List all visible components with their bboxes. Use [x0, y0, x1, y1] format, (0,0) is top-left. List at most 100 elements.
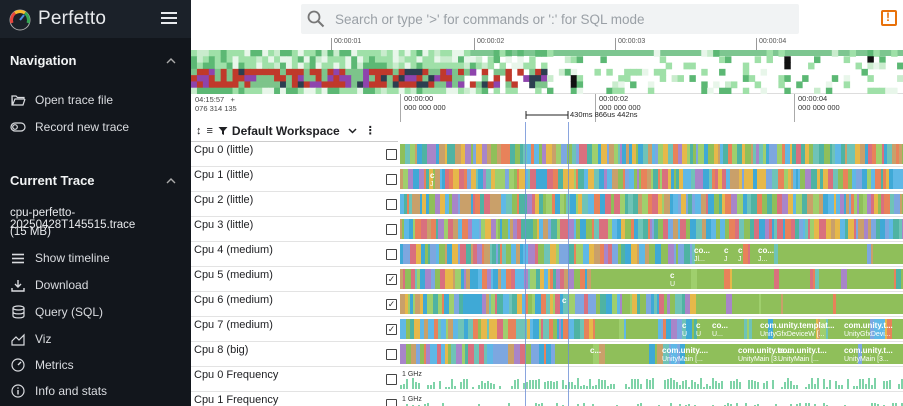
current-trace-heading[interactable]: Current Trace: [10, 173, 95, 188]
slice-label: co...J...: [758, 246, 775, 263]
track-checkbox[interactable]: [386, 349, 397, 360]
track-row[interactable]: Cpu 8 (big)c...com.unity....UnityMain [.…: [191, 342, 903, 367]
slice-label: co...U...: [712, 321, 729, 338]
track-checkbox[interactable]: [386, 224, 397, 235]
track-slices[interactable]: [400, 194, 903, 214]
slice-canvas[interactable]: [400, 294, 903, 314]
slice-label: com.unity.t...UnityMain [...: [778, 346, 827, 363]
slice-label: com.unity.t...UnityMain [3...: [844, 346, 893, 363]
track-label: Cpu 1 Frequency: [194, 394, 279, 406]
overview-tick: 00:00:02: [474, 38, 504, 50]
track-checkbox[interactable]: ✓: [386, 324, 397, 335]
track-checkbox[interactable]: [386, 174, 397, 185]
slice-canvas[interactable]: [400, 219, 903, 239]
slice-canvas[interactable]: [400, 269, 903, 289]
slice-canvas[interactable]: [400, 394, 903, 406]
track-row[interactable]: Cpu 3 (little): [191, 217, 903, 242]
collapse-all-icon[interactable]: ≡: [206, 124, 213, 137]
overview-timeline[interactable]: 00:00:01 00:00:02 00:00:03 00:00:04: [191, 38, 903, 94]
track-label: Cpu 6 (medium): [194, 294, 273, 306]
chevron-down-icon[interactable]: [348, 126, 357, 135]
freq-scale-label: 1 GHz: [402, 396, 422, 403]
chevron-up-icon[interactable]: [166, 176, 176, 186]
track-slices[interactable]: 1 GHz: [400, 369, 903, 389]
info-and-stats-item[interactable]: Info and stats: [10, 381, 107, 401]
slice-canvas[interactable]: [400, 244, 903, 264]
overview-heatmap[interactable]: [191, 50, 903, 94]
track-slices[interactable]: [400, 219, 903, 239]
filter-icon[interactable]: [218, 126, 228, 136]
track-label: Cpu 0 Frequency: [194, 369, 279, 381]
workspace-header[interactable]: ↕ ≡ Default Workspace ⋮: [191, 120, 398, 142]
menu-icon[interactable]: [161, 12, 177, 26]
info-and-stats-label: Info and stats: [35, 384, 108, 398]
info-icon: [10, 383, 26, 399]
track-checkbox[interactable]: ✓: [386, 274, 397, 285]
record-new-trace-item[interactable]: Record new trace: [10, 117, 129, 137]
track-row[interactable]: Cpu 0 Frequency 1 GHz: [191, 367, 903, 392]
show-timeline-item[interactable]: Show timeline: [10, 248, 110, 268]
track-row[interactable]: Cpu 6 (medium) ✓c: [191, 292, 903, 317]
download-label: Download: [35, 278, 89, 292]
more-vert-icon[interactable]: ⋮: [364, 125, 376, 137]
slice-canvas[interactable]: [400, 344, 903, 364]
track-checkbox[interactable]: [386, 199, 397, 210]
slice-canvas[interactable]: [400, 319, 903, 339]
search-icon: [307, 10, 325, 28]
track-checkbox[interactable]: [386, 399, 397, 406]
chevron-up-icon[interactable]: [166, 56, 176, 66]
sidebar-header: Perfetto: [0, 0, 191, 38]
track-row[interactable]: Cpu 2 (little): [191, 192, 903, 217]
track-slices[interactable]: [400, 144, 903, 164]
overview-tick: 00:00:03: [615, 38, 645, 50]
metrics-item[interactable]: Metrics: [10, 355, 74, 375]
cursor-marker-line: [525, 122, 526, 406]
download-item[interactable]: Download: [10, 275, 88, 295]
slice-canvas[interactable]: [400, 169, 903, 189]
slice-canvas[interactable]: [400, 144, 903, 164]
omnibox-search[interactable]: Search or type '>' for commands or ':' f…: [301, 4, 799, 34]
track-row[interactable]: Cpu 0 (little): [191, 142, 903, 167]
track-checkbox[interactable]: [386, 149, 397, 160]
track-checkbox[interactable]: ✓: [386, 299, 397, 310]
track-checkbox[interactable]: [386, 374, 397, 385]
slice-canvas[interactable]: [400, 194, 903, 214]
track-slices[interactable]: c...com.unity....UnityMain [...com.unity…: [400, 344, 903, 364]
sidebar: Perfetto Navigation Open trace file Reco…: [0, 0, 191, 406]
expand-collapse-icon[interactable]: ↕: [196, 124, 202, 137]
slice-canvas[interactable]: [400, 369, 903, 389]
viz-item[interactable]: Viz: [10, 329, 51, 349]
record-new-trace-label: Record new trace: [35, 120, 130, 134]
slice-label: com.unity.t...UnityGfxDevi...: [844, 321, 893, 338]
open-trace-file-label: Open trace file: [35, 93, 114, 107]
track-slices[interactable]: 1 GHz: [400, 394, 903, 406]
viz-label: Viz: [35, 332, 52, 346]
open-trace-file-item[interactable]: Open trace file: [10, 90, 113, 110]
navigation-heading[interactable]: Navigation: [10, 53, 77, 68]
track-label: Cpu 0 (little): [194, 144, 254, 156]
track-label: Cpu 1 (little): [194, 169, 254, 181]
cursor-marker-line: [568, 122, 569, 406]
track-slices[interactable]: c: [400, 294, 903, 314]
workspace-title[interactable]: Default Workspace: [231, 123, 340, 138]
error-alert-icon[interactable]: [881, 10, 897, 26]
track-row[interactable]: Cpu 1 Frequency 1 GHz: [191, 392, 903, 406]
track-checkbox[interactable]: [386, 249, 397, 260]
selection-duration-label: 430ms 866us 442ns: [570, 110, 638, 119]
query-sql-item[interactable]: Query (SQL): [10, 302, 103, 322]
